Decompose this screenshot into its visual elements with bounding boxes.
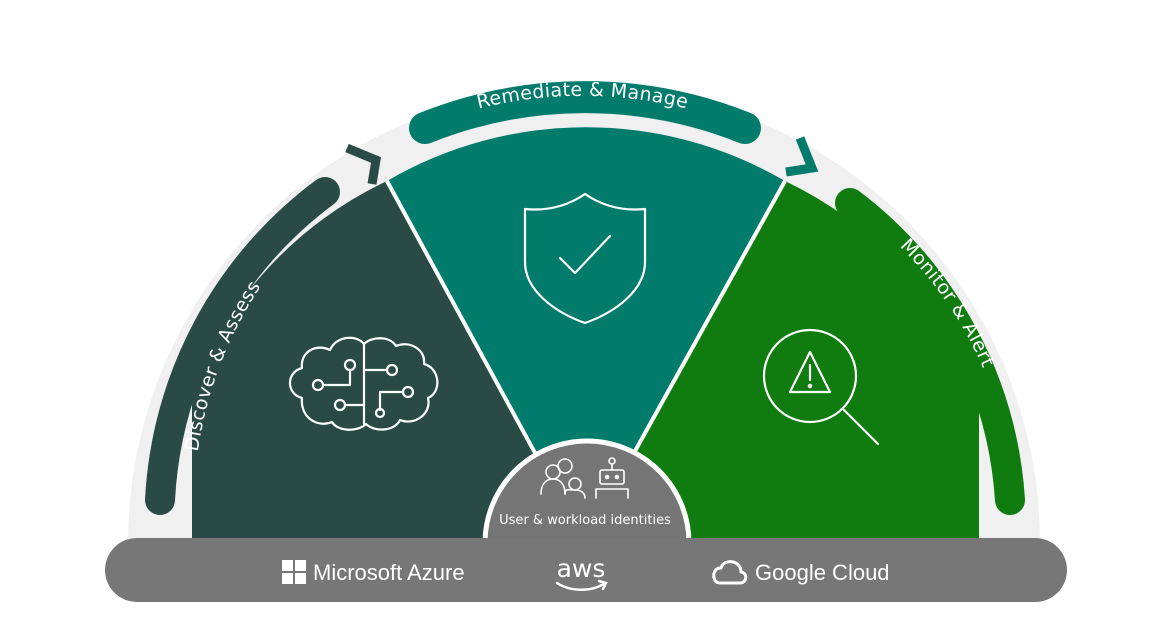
platform-bar bbox=[105, 538, 1067, 602]
chevron-right-icon bbox=[785, 136, 819, 177]
robot-icon bbox=[595, 457, 629, 499]
chevron-right-icon bbox=[345, 143, 382, 185]
brain-circuit-icon bbox=[288, 336, 439, 431]
wedge-monitor bbox=[584, 181, 979, 543]
center-label: User & workload identities bbox=[499, 513, 671, 528]
band-discover bbox=[145, 177, 340, 515]
google-cloud-label: Google Cloud bbox=[755, 560, 890, 585]
band-monitor bbox=[835, 188, 1025, 515]
aws-label: aws bbox=[557, 554, 606, 583]
windows-logo-icon bbox=[282, 560, 306, 584]
azure-label: Microsoft Azure bbox=[313, 560, 465, 585]
wedge-discover bbox=[192, 181, 584, 543]
magnifier-warning-icon bbox=[762, 328, 880, 446]
users-icon bbox=[540, 458, 586, 499]
aws-smile-icon bbox=[555, 579, 608, 591]
cloud-icon bbox=[712, 560, 748, 585]
wedge-remediate bbox=[387, 127, 785, 543]
band-remediate bbox=[409, 81, 761, 144]
shield-check-icon bbox=[523, 192, 647, 325]
center-identities-badge bbox=[482, 438, 692, 546]
